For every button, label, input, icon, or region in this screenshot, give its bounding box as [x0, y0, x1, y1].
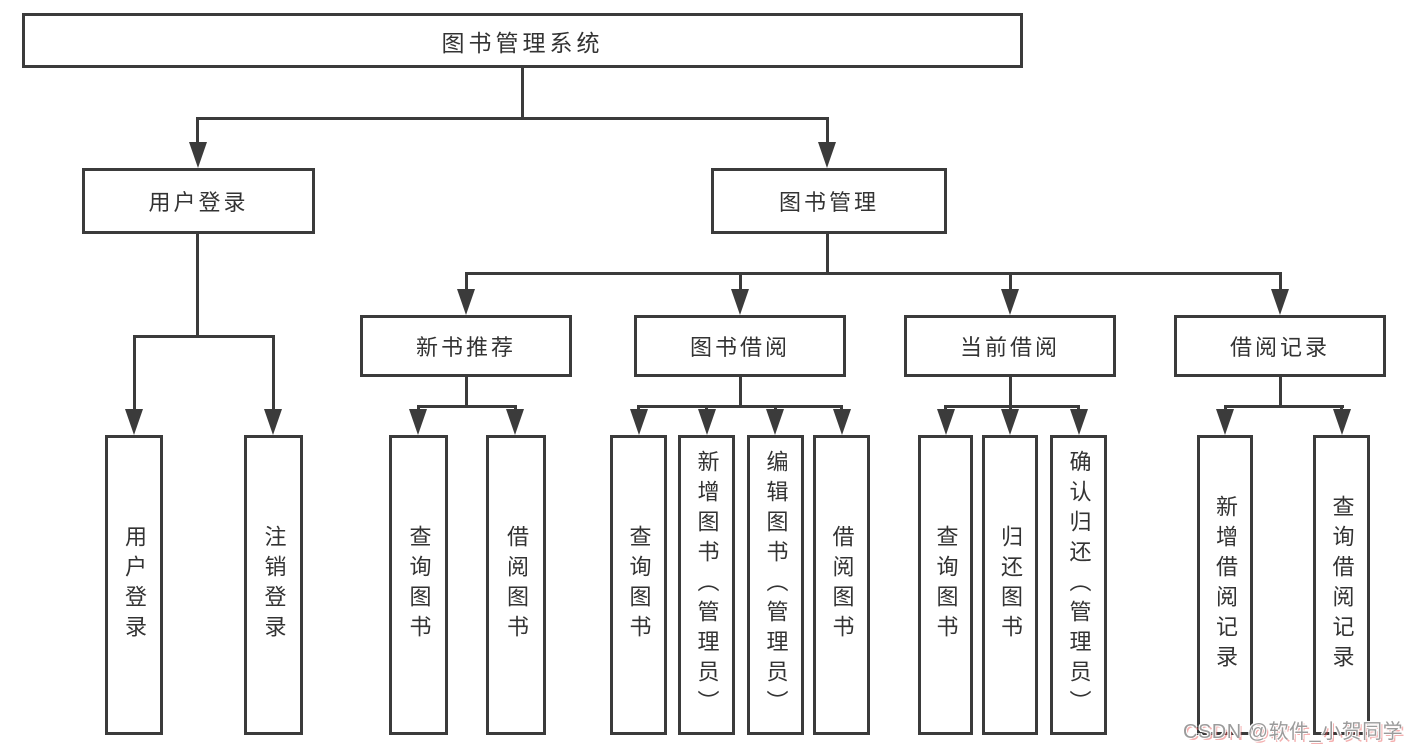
arrow-down-icon: [731, 289, 749, 315]
leaf-query-books: 查询图书: [610, 435, 667, 735]
leaf-logout: 注销登录: [244, 435, 303, 735]
watermark: CSDN @软件_小贺同学: [1183, 721, 1404, 743]
arrow-down-icon: [1216, 409, 1234, 435]
connector-line: [1223, 405, 1344, 408]
arrow-down-icon: [264, 409, 282, 435]
arrow-down-icon: [766, 409, 784, 435]
leaf-label: 借阅图书: [504, 525, 529, 645]
node-user-login: 用户登录: [82, 168, 315, 234]
connector-line: [1008, 272, 1012, 292]
node-root-system: 图书管理系统: [22, 13, 1023, 68]
node-label: 图书管理系统: [441, 29, 604, 56]
node-label: 借阅记录: [1229, 335, 1330, 360]
arrow-down-icon: [506, 409, 524, 435]
node-borrowing-records: 借阅记录: [1174, 315, 1386, 377]
leaf-query-books: 查询图书: [918, 435, 973, 735]
arrow-down-icon: [629, 409, 648, 435]
connector-line: [271, 335, 275, 411]
node-label: 当前借阅: [959, 335, 1060, 360]
arrow-down-icon: [1332, 409, 1351, 435]
leaf-label: 借阅图书: [829, 525, 855, 645]
leaf-borrow-books: 借阅图书: [486, 435, 546, 735]
leaf-label: 用户登录: [122, 525, 147, 645]
arrow-down-icon: [1069, 409, 1088, 435]
leaf-edit-book-admin: 编辑图书（管理员）: [747, 435, 804, 735]
connector-line: [825, 117, 829, 145]
leaf-label: 查询图书: [626, 525, 652, 645]
leaf-add-borrow-record: 新增借阅记录: [1197, 435, 1253, 735]
connector-line: [196, 117, 199, 145]
leaf-label: 编辑图书（管理员）: [763, 450, 789, 720]
leaf-borrow-books: 借阅图书: [813, 435, 870, 735]
connector-line: [196, 234, 199, 336]
arrow-down-icon: [125, 409, 143, 435]
arrow-down-icon: [832, 409, 851, 435]
leaf-label: 归还图书: [998, 525, 1023, 645]
connector-line: [196, 117, 828, 120]
connector-line: [464, 272, 468, 292]
leaf-label: 新增借阅记录: [1213, 495, 1238, 675]
node-new-book-recommendation: 新书推荐: [360, 315, 572, 377]
leaf-label: 新增图书（管理员）: [694, 450, 720, 720]
leaf-user-login: 用户登录: [105, 435, 163, 735]
arrow-down-icon: [818, 142, 836, 168]
connector-line: [944, 405, 1080, 408]
leaf-label: 查询图书: [933, 525, 959, 645]
connector-line: [464, 377, 468, 408]
arrow-down-icon: [188, 142, 207, 168]
leaf-query-borrow-record: 查询借阅记录: [1313, 435, 1370, 735]
arrow-down-icon: [409, 409, 427, 435]
connector-line: [738, 377, 742, 408]
leaf-label: 确认归还（管理员）: [1066, 450, 1092, 720]
connector-line: [738, 272, 742, 292]
connector-line: [637, 405, 843, 408]
node-current-borrowing: 当前借阅: [904, 315, 1116, 377]
arrow-down-icon: [1001, 409, 1019, 435]
node-label: 图书管理: [778, 190, 879, 215]
connector-line: [825, 234, 829, 275]
connector-line: [1278, 377, 1282, 408]
leaf-label: 查询借阅记录: [1329, 495, 1355, 675]
connector-line: [520, 68, 524, 120]
node-label: 用户登录: [148, 190, 249, 215]
connector-line: [1278, 272, 1282, 292]
node-label: 图书借阅: [689, 335, 790, 360]
leaf-label: 注销登录: [261, 525, 287, 645]
connector-line: [132, 335, 136, 411]
connector-line: [132, 335, 275, 338]
leaf-add-book-admin: 新增图书（管理员）: [678, 435, 735, 735]
connector-line: [416, 405, 517, 408]
arrow-down-icon: [1001, 289, 1019, 315]
node-book-management: 图书管理: [711, 168, 947, 234]
connector-line: [1008, 377, 1012, 408]
node-book-borrowing: 图书借阅: [634, 315, 846, 377]
node-label: 新书推荐: [415, 335, 516, 360]
arrow-down-icon: [1271, 289, 1289, 315]
leaf-label: 查询图书: [406, 525, 432, 645]
leaf-query-books: 查询图书: [389, 435, 448, 735]
connector-line: [464, 272, 1282, 275]
arrow-down-icon: [936, 409, 955, 435]
leaf-return-book: 归还图书: [982, 435, 1038, 735]
arrow-down-icon: [697, 409, 716, 435]
leaf-confirm-return-admin: 确认归还（管理员）: [1050, 435, 1107, 735]
arrow-down-icon: [457, 289, 475, 315]
